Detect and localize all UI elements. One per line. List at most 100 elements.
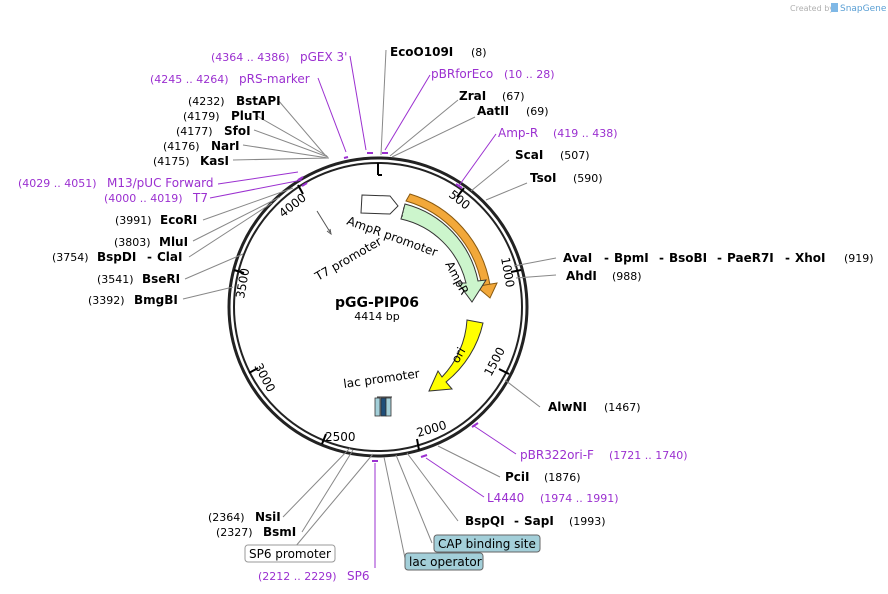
enzyme-position: (4179) bbox=[183, 110, 220, 123]
enzyme-position: (3803) bbox=[114, 236, 151, 249]
primer-label[interactable]: T7 bbox=[192, 191, 208, 205]
primer-position: (1974 .. 1991) bbox=[540, 492, 619, 505]
enzyme-position: (3991) bbox=[115, 214, 152, 227]
primer-label[interactable]: pRS-marker bbox=[239, 72, 310, 86]
ori-arrow bbox=[428, 319, 484, 392]
enzyme-position: (1993) bbox=[569, 515, 606, 528]
enzyme-position: (2327) bbox=[216, 526, 253, 539]
enzyme-labels-right: EcoO109I (8) ZraI (67) AatII (69) ScaI (… bbox=[390, 45, 874, 528]
snapgene-logo-icon bbox=[831, 3, 838, 12]
boxed-feature-labels: SP6 promoter CAP binding site lac operat… bbox=[244, 534, 541, 571]
enzyme-label[interactable]: ZraI bbox=[459, 89, 486, 103]
enzyme-position: (69) bbox=[526, 105, 549, 118]
enzyme-position: (3392) bbox=[88, 294, 125, 307]
sp6-promoter-box[interactable] bbox=[244, 544, 336, 563]
enzyme-position: (4175) bbox=[153, 155, 190, 168]
ampr-arrow bbox=[400, 203, 487, 303]
primer-position: (4364 .. 4386) bbox=[211, 51, 290, 64]
enzyme-label[interactable]: NarI bbox=[211, 139, 240, 153]
enzyme-position: (67) bbox=[502, 90, 525, 103]
enzyme-label[interactable]: SapI bbox=[524, 514, 554, 528]
tick-2000: 2000 bbox=[415, 418, 448, 440]
primer-position: (10 .. 28) bbox=[504, 68, 555, 81]
enzyme-label[interactable]: PciI bbox=[505, 470, 530, 484]
enzyme-label[interactable]: NsiI bbox=[255, 510, 281, 524]
enzyme-separator: - bbox=[147, 250, 152, 264]
feature-arrows bbox=[316, 193, 498, 417]
enzyme-separator: - bbox=[514, 514, 519, 528]
enzyme-position: (988) bbox=[612, 270, 642, 283]
cap-binding-site-box[interactable] bbox=[433, 534, 541, 553]
ampr-promoter-arrow bbox=[360, 194, 399, 215]
enzyme-label[interactable]: AatII bbox=[477, 104, 509, 118]
enzyme-separator: - bbox=[785, 251, 790, 265]
primer-labels: (4364 .. 4386) pGEX 3' (4245 .. 4264) pR… bbox=[18, 50, 688, 583]
enzyme-label[interactable]: EcoO109I bbox=[390, 45, 453, 59]
enzyme-label[interactable]: BmgBI bbox=[134, 293, 178, 307]
primer-label[interactable]: pBRforEco bbox=[431, 67, 493, 81]
enzyme-position: (4232) bbox=[188, 95, 225, 108]
enzyme-position: (2364) bbox=[208, 511, 245, 524]
enzyme-position: (507) bbox=[560, 149, 590, 162]
enzyme-label[interactable]: KasI bbox=[200, 154, 229, 168]
credit-brand: SnapGene bbox=[840, 4, 887, 14]
enzyme-separator: - bbox=[604, 251, 609, 265]
enzyme-separator: - bbox=[659, 251, 664, 265]
enzyme-position: (919) bbox=[844, 252, 874, 265]
primer-position: (4029 .. 4051) bbox=[18, 177, 97, 190]
tick-3500: 3500 bbox=[233, 267, 252, 300]
primer-label[interactable]: pGEX 3' bbox=[300, 50, 347, 64]
t7-promoter-arrow bbox=[316, 210, 332, 236]
enzyme-label[interactable]: PluTI bbox=[231, 109, 265, 123]
tick-500: 500 bbox=[446, 187, 473, 212]
lac-cluster bbox=[374, 396, 392, 417]
snapgene-credit: Created by SnapGene bbox=[790, 3, 887, 14]
credit-text: Created by bbox=[790, 4, 834, 13]
sp6-promoter-label: SP6 promoter bbox=[249, 547, 331, 561]
enzyme-position: (8) bbox=[471, 46, 487, 59]
enzyme-label[interactable]: XhoI bbox=[795, 251, 826, 265]
plasmid-size: 4414 bp bbox=[354, 310, 399, 323]
enzyme-position: (590) bbox=[573, 172, 603, 185]
tick-1000: 1000 bbox=[498, 256, 517, 289]
enzyme-label[interactable]: BsoBI bbox=[669, 251, 707, 265]
primer-label[interactable]: SP6 bbox=[347, 569, 370, 583]
primer-position: (419 .. 438) bbox=[553, 127, 618, 140]
primer-label[interactable]: L4440 bbox=[487, 491, 524, 505]
enzyme-label[interactable]: AlwNI bbox=[548, 400, 587, 414]
enzyme-label[interactable]: AhdI bbox=[566, 269, 597, 283]
enzyme-label[interactable]: BsmI bbox=[263, 525, 296, 539]
enzyme-label[interactable]: TsoI bbox=[530, 171, 556, 185]
primer-position: (4000 .. 4019) bbox=[104, 192, 183, 205]
primer-label[interactable]: pBR322ori-F bbox=[520, 448, 594, 462]
lac-operator-label: lac operator bbox=[409, 555, 482, 569]
enzyme-label[interactable]: BspDI bbox=[97, 250, 136, 264]
enzyme-label[interactable]: PaeR7I bbox=[727, 251, 774, 265]
cap-binding-site-label: CAP binding site bbox=[438, 537, 536, 551]
lac-promoter-label: lac promoter bbox=[342, 366, 420, 391]
enzyme-position: (4177) bbox=[176, 125, 213, 138]
enzyme-label[interactable]: BspQI bbox=[465, 514, 505, 528]
tick-2500: 2500 bbox=[325, 430, 356, 444]
enzyme-label[interactable]: EcoRI bbox=[160, 213, 197, 227]
primer-label[interactable]: M13/pUC Forward bbox=[107, 176, 214, 190]
enzyme-label[interactable]: SfoI bbox=[224, 124, 251, 138]
enzyme-position: (1467) bbox=[604, 401, 641, 414]
enzyme-label[interactable]: BpmI bbox=[614, 251, 649, 265]
tick-1500: 1500 bbox=[481, 345, 508, 379]
enzyme-label[interactable]: AvaI bbox=[563, 251, 592, 265]
primer-label[interactable]: Amp-R bbox=[498, 126, 538, 140]
primer-position: (2212 .. 2229) bbox=[258, 570, 337, 583]
enzyme-position: (1876) bbox=[544, 471, 581, 484]
enzyme-separator: - bbox=[717, 251, 722, 265]
enzyme-label[interactable]: ScaI bbox=[515, 148, 543, 162]
enzyme-label[interactable]: BstAPI bbox=[236, 94, 281, 108]
enzyme-label[interactable]: ClaI bbox=[157, 250, 182, 264]
enzyme-label[interactable]: MluI bbox=[159, 235, 188, 249]
primer-leader-lines bbox=[209, 55, 517, 568]
enzyme-position: (4176) bbox=[163, 140, 200, 153]
lac-operator-box[interactable] bbox=[404, 552, 484, 571]
enzyme-label[interactable]: BseRI bbox=[142, 272, 180, 286]
enzyme-labels-left: (4232) BstAPI (4179) PluTI (4177) SfoI (… bbox=[52, 94, 296, 539]
